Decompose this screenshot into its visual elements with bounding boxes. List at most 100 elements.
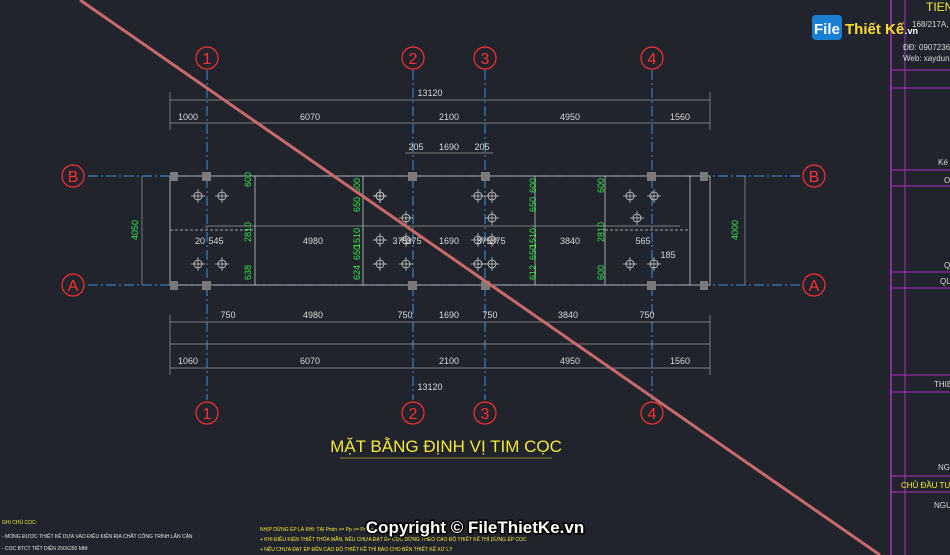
dim-text: 750 xyxy=(482,310,497,320)
dim-text: 375 xyxy=(476,236,491,246)
note-line: NHỊP DỪNG ÉP LÀ KHI: TẠI Pmin >= Pp >= P… xyxy=(260,526,374,533)
pile-crosshair xyxy=(471,189,485,203)
vdim-text: 2810 xyxy=(596,222,606,242)
title-block-company: TIEN xyxy=(926,0,950,14)
logo-text-vn: .vn xyxy=(905,26,918,36)
grid-bubble-column: 4 xyxy=(640,401,664,425)
pile-crosshair xyxy=(215,189,229,203)
dim-text: 4950 xyxy=(560,112,580,122)
dim-text: 750 xyxy=(397,310,412,320)
vdim-text: 638 xyxy=(243,265,253,280)
vdim-text: 650 xyxy=(352,197,362,212)
dim-text: 1690 xyxy=(439,142,459,152)
dimension-lines xyxy=(141,92,746,375)
pile-crosshair xyxy=(373,189,387,203)
title-block-row: NGU xyxy=(934,501,950,510)
dim-text: 205 xyxy=(474,142,489,152)
dim-text: 6070 xyxy=(300,356,320,366)
note-line: - MÓNG ĐƯỢC THIẾT KẾ DỰA VÀO ĐIỀU KIỆN Đ… xyxy=(2,532,193,540)
vdim-text: 650 xyxy=(528,245,538,260)
dim-text: 1690 xyxy=(439,236,459,246)
dim-text: 1000 xyxy=(178,112,198,122)
dimensions-vertical: 600 638 2810 600 650 1510 650 624 600 65… xyxy=(130,172,740,280)
grid-label: 2 xyxy=(409,406,418,423)
pile-crosshair xyxy=(373,257,387,271)
dimensions-top: 13120 1000 6070 2100 4950 1560 205 1690 … xyxy=(178,88,690,152)
grid-bubble-row: A xyxy=(802,273,826,297)
dim-text: 1060 xyxy=(178,356,198,366)
grid-bubble-column: 2 xyxy=(401,46,425,70)
pile-cap-outline xyxy=(169,175,711,286)
pile-crosshair xyxy=(485,211,499,225)
dim-text: 545 xyxy=(208,236,223,246)
dim-text: 4950 xyxy=(560,356,580,366)
note-line: + NẾU CHƯA ĐẠT ÉP ĐẾN CAO ĐỘ THIẾT KẾ TH… xyxy=(260,545,453,553)
vdim-text: 4050 xyxy=(130,220,140,240)
grid-label: 4 xyxy=(648,406,657,423)
note-line: + KHI ĐIỀU KIỆN THIẾT THỎA MÃN, NẾU CHƯA… xyxy=(260,535,527,543)
pile-crosshair xyxy=(647,257,661,271)
dimensions-bottom: 750 4980 750 1690 750 3840 750 1060 6070… xyxy=(178,310,690,392)
title-block-row: THIE xyxy=(934,380,950,389)
logo-badge xyxy=(812,15,842,40)
pile-symbols xyxy=(191,189,661,271)
note-line: - CỌC BTCT TIẾT DIỆN 250X250 MM: xyxy=(2,544,88,552)
dim-text: 20 xyxy=(195,236,205,246)
dim-text: 1560 xyxy=(670,356,690,366)
title-block-row: Ké xyxy=(938,158,948,167)
grid-label: A xyxy=(809,278,820,295)
pile-crosshair xyxy=(623,257,637,271)
vdim-text: 4000 xyxy=(730,220,740,240)
dim-text: 375 xyxy=(406,236,421,246)
copyright-watermark: Copyright © FileThietKe.vn xyxy=(366,518,584,537)
grid-bubble-column: 3 xyxy=(473,401,497,425)
dim-text: 2100 xyxy=(439,356,459,366)
pile-crosshair xyxy=(647,189,661,203)
vdim-text: 624 xyxy=(352,265,362,280)
vdim-text: 600 xyxy=(596,178,606,193)
vdim-text: 600 xyxy=(596,265,606,280)
dim-text: 205 xyxy=(408,142,423,152)
dimensions-middle: 20 545 4980 375 375 1690 375 375 3840 56… xyxy=(195,236,676,260)
dim-text: 375 xyxy=(392,236,407,246)
grid-label: 3 xyxy=(481,51,490,68)
column-markers xyxy=(170,172,708,290)
title-block-row: Ơ xyxy=(944,176,950,185)
drawing-title: MẶT BẰNG ĐỊNH VỊ TIM CỌC xyxy=(330,437,562,456)
grid-label: B xyxy=(68,169,79,186)
vdim-text: 2810 xyxy=(243,222,253,242)
dim-text: 750 xyxy=(220,310,235,320)
notes-right: NHỊP DỪNG ÉP LÀ KHI: TẠI Pmin >= Pp >= P… xyxy=(260,526,527,553)
grid-label: 2 xyxy=(409,51,418,68)
pile-crosshair xyxy=(471,233,485,247)
watermark-logo: File Thiết Kế .vn xyxy=(812,15,918,40)
dim-text: 3840 xyxy=(558,310,578,320)
diagonal-slash-mark xyxy=(79,0,881,555)
dim-text: 565 xyxy=(635,236,650,246)
grid-bubble-column: 3 xyxy=(473,46,497,70)
grid-label: B xyxy=(809,169,820,186)
note-title: GHI CHÚ CỌC: xyxy=(2,519,37,526)
title-block-web: Web: xaydungtie xyxy=(903,54,950,63)
grid-label: 3 xyxy=(481,406,490,423)
pile-crosshair xyxy=(630,211,644,225)
dim-text: 750 xyxy=(639,310,654,320)
grid-bubble-row: A xyxy=(61,273,85,297)
dim-text: 375 xyxy=(490,236,505,246)
pile-crosshair xyxy=(471,257,485,271)
dim-text: 4980 xyxy=(303,236,323,246)
pile-crosshair xyxy=(399,233,413,247)
pile-crosshair xyxy=(623,189,637,203)
grid-label: 1 xyxy=(203,51,212,68)
title-block-phone: ĐĐ: 0907236807 xyxy=(903,43,950,52)
vdim-text: 612 xyxy=(528,265,538,280)
vdim-text: 1510 xyxy=(352,228,362,248)
grid-label: 1 xyxy=(203,406,212,423)
grid-bubble-column: 2 xyxy=(401,401,425,425)
vdim-text: 600 xyxy=(243,172,253,187)
dim-total: 13120 xyxy=(417,382,442,392)
title-block-address: 168/217A, xyxy=(912,20,948,29)
dim-text: 2100 xyxy=(439,112,459,122)
vdim-text: 650 xyxy=(528,197,538,212)
